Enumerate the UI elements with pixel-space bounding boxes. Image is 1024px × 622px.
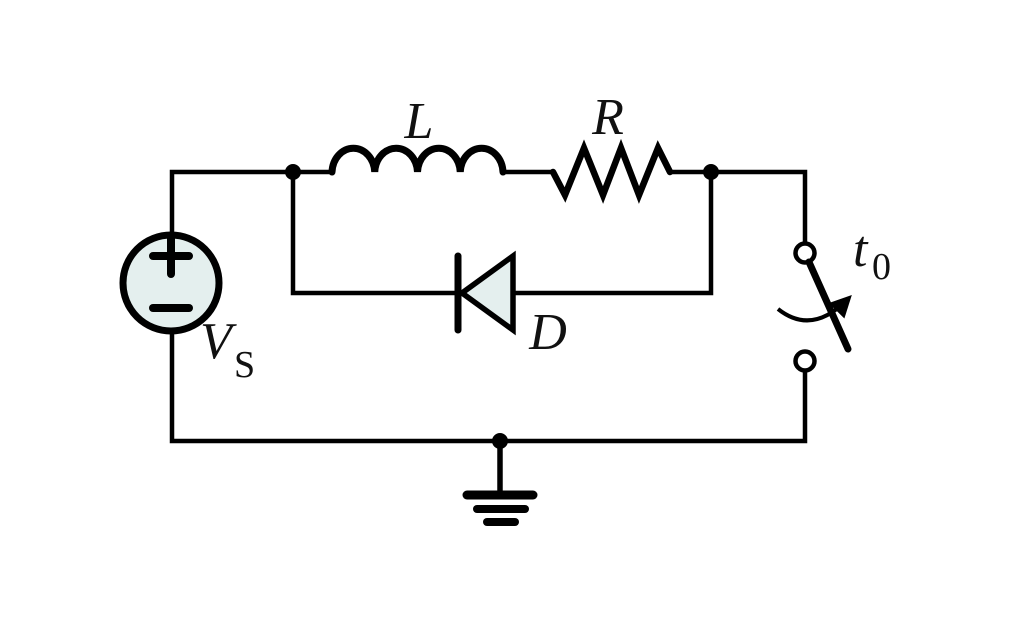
switch-motion-arrow xyxy=(776,295,852,323)
voltage-source-label: VS xyxy=(200,313,255,386)
voltage-source: VS xyxy=(119,231,255,386)
switch-bottom-terminal xyxy=(793,349,817,373)
resistor-zigzag xyxy=(549,138,674,204)
wire-top-right xyxy=(670,169,808,243)
resistor-label: R xyxy=(591,89,624,146)
wire-diode-left xyxy=(290,172,455,296)
diode-triangle xyxy=(457,250,516,336)
resistor: R xyxy=(549,89,674,204)
inductor-label: L xyxy=(404,93,434,150)
diode: D xyxy=(454,250,567,361)
node-dot-ground xyxy=(492,433,508,449)
inductor: L xyxy=(328,93,507,176)
wire-bottom xyxy=(169,333,808,444)
inductor-coil xyxy=(328,144,507,176)
diode-label: D xyxy=(528,304,567,361)
ground xyxy=(462,438,538,526)
plus-icon xyxy=(149,234,193,278)
node-dot-right xyxy=(703,164,719,180)
node-dot-left xyxy=(285,164,301,180)
junction-dots xyxy=(285,164,719,449)
wire-diode-right xyxy=(513,172,714,296)
wire-top-left xyxy=(169,169,332,234)
switch-blade xyxy=(805,258,852,353)
switch-top-terminal xyxy=(793,241,817,265)
